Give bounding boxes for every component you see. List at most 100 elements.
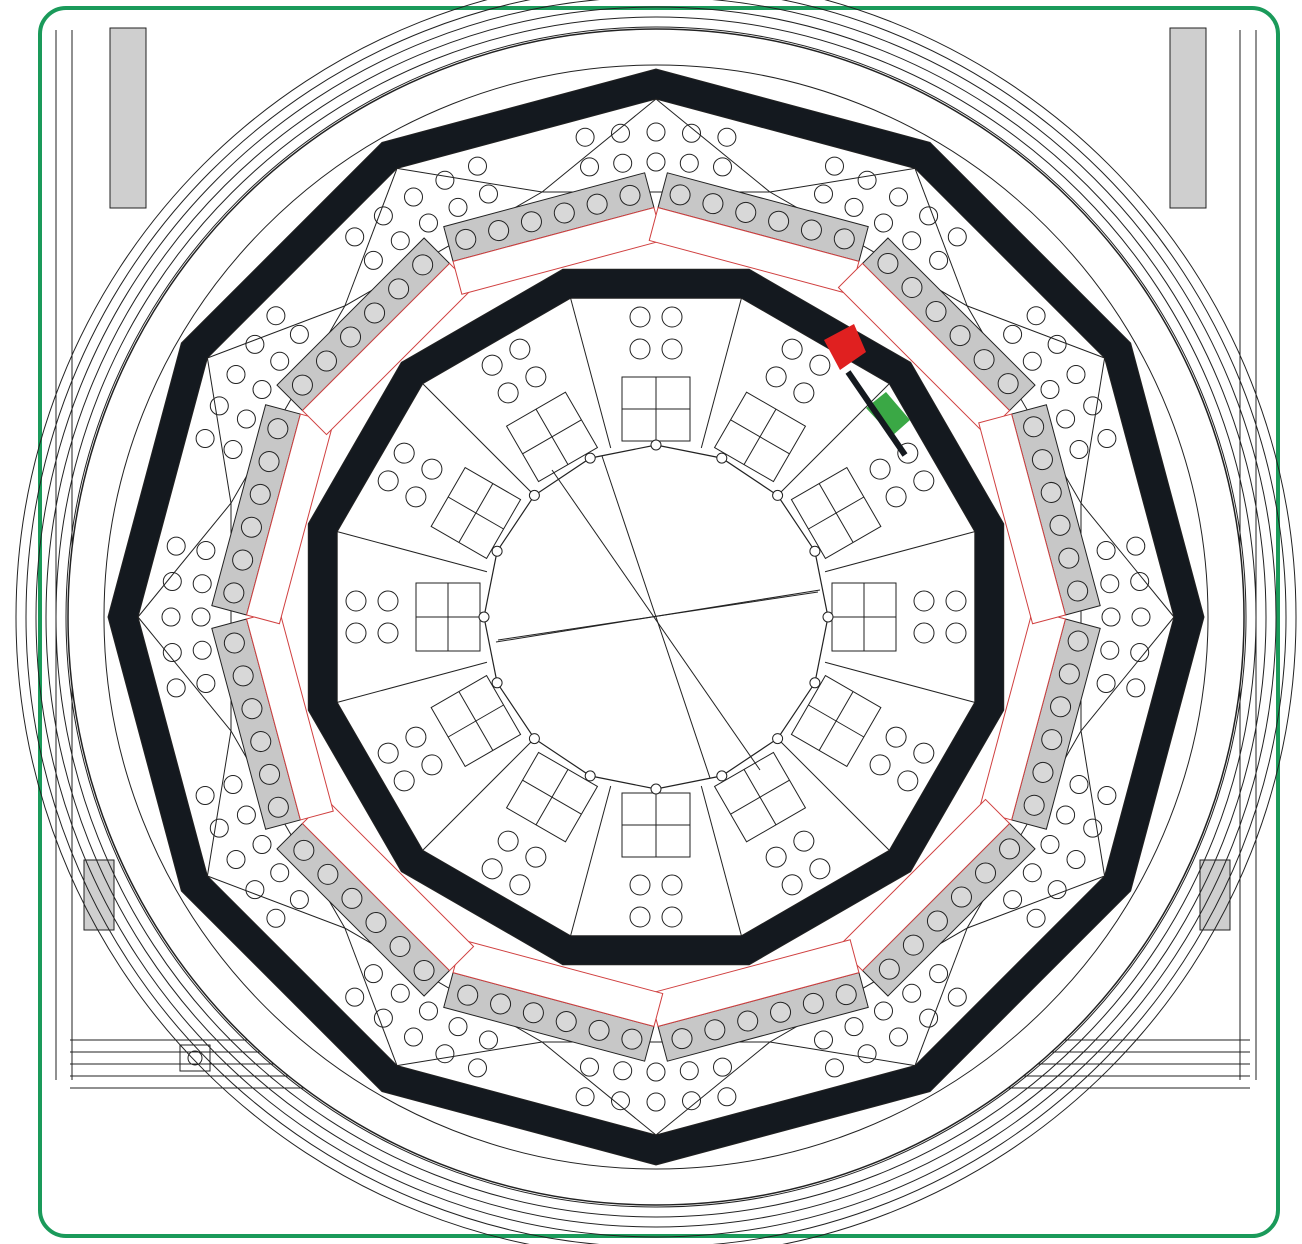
bolt-hole xyxy=(611,123,630,143)
inner-hole xyxy=(377,622,399,644)
square-split xyxy=(522,419,582,455)
right-column xyxy=(1169,27,1207,209)
inner-hole xyxy=(869,754,891,776)
bolt-hole xyxy=(1069,440,1089,459)
marker-rod xyxy=(845,370,908,457)
inner-divider xyxy=(570,785,612,936)
inner-sector xyxy=(377,442,522,560)
module-bolt xyxy=(1050,696,1072,718)
inner-hole xyxy=(629,874,651,896)
bore-notch xyxy=(716,770,728,782)
center-crosshair xyxy=(478,439,834,795)
inner-hole xyxy=(661,874,683,896)
bolt-hole xyxy=(889,187,908,207)
inner-hole xyxy=(405,486,427,508)
module-bolt xyxy=(768,210,790,232)
sector-divider xyxy=(344,927,398,1066)
bore-notch xyxy=(491,677,503,689)
bolt-hole xyxy=(825,156,844,176)
bolt-hole xyxy=(236,409,256,429)
bolt-hole xyxy=(289,890,309,910)
module-bolt xyxy=(553,202,575,224)
bolt-hole xyxy=(1096,541,1116,560)
module-bolt xyxy=(973,349,995,371)
bolt-hole xyxy=(1022,863,1042,883)
cross-line xyxy=(601,455,711,779)
sector-divider xyxy=(966,875,1105,929)
bolt-hole xyxy=(902,983,922,1003)
module-bolt xyxy=(389,936,411,958)
inner-hole xyxy=(421,754,443,776)
module-bolt xyxy=(702,193,724,215)
bolt-hole xyxy=(874,213,893,233)
module-bolt xyxy=(522,1002,544,1024)
mid-modules xyxy=(211,172,1101,1062)
bolt-hole xyxy=(1083,818,1103,838)
module-bolt xyxy=(250,731,272,753)
sector-divider xyxy=(206,357,232,504)
bolt-hole xyxy=(373,1008,393,1028)
sector-divider xyxy=(655,1041,771,1136)
inner-hole xyxy=(781,338,803,360)
module-bolt xyxy=(341,887,363,909)
bolt-hole xyxy=(857,1044,877,1064)
inner-sector xyxy=(481,338,599,483)
module-bolt xyxy=(223,582,245,604)
module-slot xyxy=(978,413,1067,625)
module-bolt xyxy=(1058,547,1080,569)
bolt-hole xyxy=(682,1091,701,1111)
inner-hole xyxy=(897,442,919,464)
sector-divider xyxy=(769,1041,916,1067)
inner-hole xyxy=(913,622,935,644)
inner-hole xyxy=(377,742,399,764)
module-bolt xyxy=(388,278,410,300)
bolt-hole xyxy=(404,187,423,207)
inner-hole xyxy=(913,470,935,492)
sector-divider xyxy=(914,168,968,307)
module-bolt xyxy=(293,839,315,861)
inner-hole xyxy=(945,622,967,644)
grey-module xyxy=(276,798,475,997)
grey-module xyxy=(837,237,1036,436)
bolt-hole xyxy=(1003,324,1023,344)
inner-divider xyxy=(422,740,533,851)
bolt-hole xyxy=(390,231,410,251)
module-bolt xyxy=(488,220,510,242)
bolt-hole xyxy=(613,153,633,173)
bolt-hole xyxy=(245,880,265,900)
inner-divider xyxy=(700,298,742,449)
bolt-hole xyxy=(196,674,216,693)
sector-divider xyxy=(655,98,771,193)
bolt-hole xyxy=(209,396,229,416)
bolt-hole xyxy=(166,678,186,698)
bolt-hole xyxy=(223,775,243,794)
bolt-hole xyxy=(1066,365,1086,384)
bolt-hole xyxy=(162,572,182,591)
bolt-hole xyxy=(679,153,699,173)
module-bolt xyxy=(669,184,691,206)
bolt-hole xyxy=(390,983,410,1003)
bore-notch xyxy=(772,489,784,501)
inner-hole xyxy=(345,622,367,644)
bolt-hole xyxy=(166,536,186,556)
inner-hole xyxy=(869,458,891,480)
bolt-hole xyxy=(646,1092,666,1112)
inner-hole xyxy=(525,846,547,868)
bolt-hole xyxy=(373,206,393,226)
module-bolt xyxy=(1067,630,1089,652)
square-split xyxy=(458,691,494,751)
bolt-hole xyxy=(1097,786,1117,805)
module-bolt xyxy=(555,1011,577,1033)
bolt-hole xyxy=(1056,409,1076,429)
sector-divider xyxy=(1080,616,1175,732)
bolt-hole xyxy=(448,1017,468,1037)
bolt-hole xyxy=(929,964,949,984)
inner-divider xyxy=(700,785,742,936)
sector-divider xyxy=(1080,730,1106,877)
inner-sector xyxy=(790,674,935,792)
shell-arc xyxy=(25,0,1287,1244)
module-bolt xyxy=(240,516,262,538)
sector-divider xyxy=(541,98,657,193)
